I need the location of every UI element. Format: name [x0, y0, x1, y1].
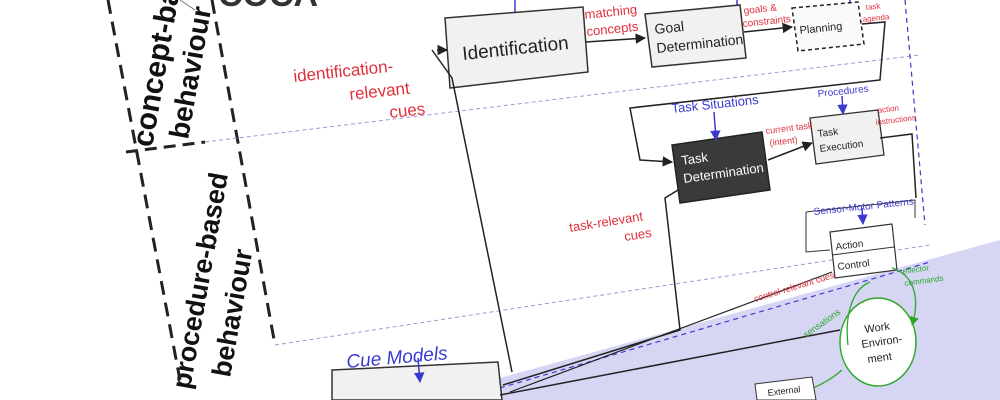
task-det-to-exec: [767, 141, 813, 161]
task-determination-box: [671, 131, 771, 204]
task-execution-box: [809, 109, 885, 165]
sensor-motor-label: Sensor-Motor Patterns: [813, 197, 914, 218]
ident-cues-line3: cues: [388, 99, 426, 122]
sidebar-right-dash: [210, 0, 277, 346]
action-instr-line2: instructions: [875, 113, 916, 127]
action-line2: Control: [837, 258, 870, 273]
work-env-line2: Environ-: [861, 333, 904, 351]
task-exec-line2: Execution: [819, 139, 864, 155]
outer-dash-right: [904, 0, 926, 226]
goals-line1: goals &: [743, 3, 778, 17]
level-separator-1: [204, 54, 921, 143]
effector-line1: effector: [902, 263, 930, 276]
level-separator-2: [274, 244, 931, 346]
title-fragment: COCA: [218, 0, 318, 14]
external-box: [754, 376, 817, 400]
goal-label-line1: Goal: [654, 18, 685, 37]
exec-to-action: [879, 133, 917, 199]
outer-dash-bottom: [499, 261, 931, 389]
work-environment-circle: [839, 297, 917, 387]
cues-to-task-determination: [502, 189, 681, 386]
external-label: External: [767, 384, 801, 398]
sidebar-top-edge: [179, 0, 196, 11]
matching-line2: concepts: [586, 19, 640, 39]
work-env-line1: Work: [864, 320, 891, 335]
task-situations-label: Task Situations: [671, 92, 760, 116]
sensor-motor-arrow: [857, 207, 868, 226]
planning-box: [791, 1, 865, 52]
cue-models-arrow: [413, 357, 425, 384]
procedures-arrow: [837, 95, 848, 116]
identification-box: [444, 6, 589, 89]
planning-to-task: [629, 21, 886, 167]
sidebar-separator: [125, 140, 206, 154]
action-instr-line1: action: [877, 103, 899, 115]
cues-to-identification: [431, 49, 513, 373]
task-exec-line1: Task: [817, 126, 840, 140]
current-task-line2: (intent): [769, 135, 798, 148]
identification-to-goal: [585, 33, 647, 44]
ident-cues-line2: relevant: [348, 79, 410, 104]
control-cues-line: [509, 271, 833, 393]
bottom-feed-line: [499, 329, 841, 396]
task-situations-arrow: [710, 111, 721, 142]
action-line1: Action: [835, 239, 864, 253]
task-agenda-line2: agenda: [862, 12, 890, 24]
current-task-line1: current task: [765, 120, 813, 136]
action-control-divider: [831, 246, 895, 256]
goal-to-planning: [743, 22, 794, 34]
planning-label: Planning: [799, 21, 843, 37]
goals-line2: constraints: [742, 14, 791, 30]
sensor-motor-bracket: [805, 199, 916, 253]
effector-loop: [891, 267, 919, 326]
work-env-line3: ment: [867, 351, 893, 366]
matching-line1: matching: [584, 2, 638, 22]
goal-determination-box: [644, 4, 747, 68]
task-agenda-line1: task: [865, 1, 882, 12]
procedures-label: Procedures: [817, 84, 869, 100]
sensations-loop: [846, 281, 871, 346]
task-cues-line2: cues: [623, 225, 653, 244]
task-det-line1: Task: [680, 149, 709, 168]
